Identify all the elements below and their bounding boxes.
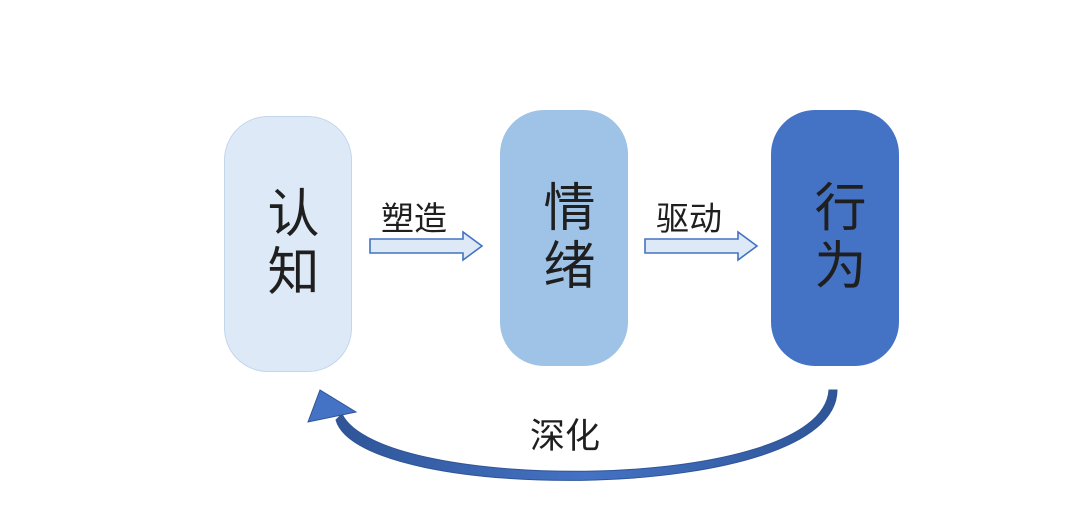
arrow-shape-to-emotion bbox=[369, 230, 484, 262]
node-behavior: 行为 bbox=[771, 110, 899, 366]
node-cognition-label: 认知 bbox=[258, 186, 318, 302]
loop-arrow-deepen bbox=[335, 389, 838, 481]
loop-arrow-head bbox=[307, 389, 358, 423]
edge-label-drive: 驱动 bbox=[656, 199, 722, 238]
node-emotion: 情绪 bbox=[500, 110, 628, 366]
arrow-drive-to-behavior bbox=[644, 230, 759, 262]
edge-label-shape: 塑造 bbox=[381, 199, 447, 238]
node-cognition: 认知 bbox=[224, 116, 352, 372]
node-emotion-label: 情绪 bbox=[534, 180, 594, 296]
edge-label-deepen: 深化 bbox=[530, 417, 601, 457]
node-behavior-label: 行为 bbox=[805, 180, 865, 296]
